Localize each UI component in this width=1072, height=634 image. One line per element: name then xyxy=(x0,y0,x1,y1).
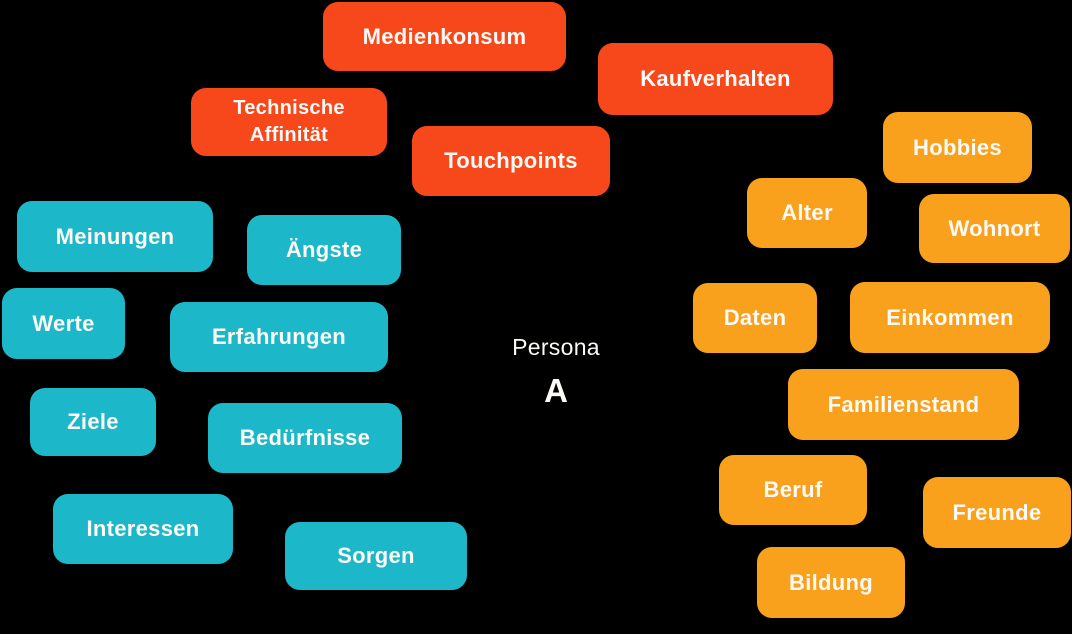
node-technische-affinitaet: Technische Affinität xyxy=(191,88,387,156)
node-wohnort: Wohnort xyxy=(919,194,1070,263)
node-label: Touchpoints xyxy=(444,148,578,174)
persona-center: Persona A xyxy=(456,334,656,410)
node-label: Werte xyxy=(32,310,95,336)
node-label: Ängste xyxy=(285,237,363,263)
node-familienstand: Familienstand xyxy=(788,369,1019,440)
node-label: Beruf xyxy=(763,477,823,503)
node-sorgen: Sorgen xyxy=(285,522,467,590)
node-label: Freunde xyxy=(952,499,1042,525)
node-label: Familienstand xyxy=(827,391,980,417)
node-label: Ziele xyxy=(67,409,119,435)
node-meinungen: Meinungen xyxy=(17,201,213,272)
node-label: Hobbies xyxy=(913,134,1002,160)
node-werte: Werte xyxy=(2,288,125,359)
node-label: Sorgen xyxy=(337,543,415,569)
node-bildung: Bildung xyxy=(757,547,905,618)
node-beduerfnisse: Bedürfnisse xyxy=(208,403,402,473)
node-label: Interessen xyxy=(86,516,200,542)
node-beruf: Beruf xyxy=(719,455,867,525)
node-label: Einkommen xyxy=(886,304,1014,330)
node-label: Daten xyxy=(723,305,787,331)
node-label: Technische Affinität xyxy=(233,97,345,146)
node-kaufverhalten: Kaufverhalten xyxy=(598,43,833,115)
node-erfahrungen: Erfahrungen xyxy=(170,302,388,372)
node-interessen: Interessen xyxy=(53,494,233,564)
node-einkommen: Einkommen xyxy=(850,282,1050,353)
node-touchpoints: Touchpoints xyxy=(412,126,610,196)
node-aengste: Ängste xyxy=(247,215,401,285)
node-label: Medienkonsum xyxy=(362,23,527,49)
node-label: Wohnort xyxy=(948,215,1041,241)
node-daten: Daten xyxy=(693,283,817,353)
node-medienkonsum: Medienkonsum xyxy=(323,2,566,71)
node-alter: Alter xyxy=(747,178,867,248)
node-label: Meinungen xyxy=(55,223,175,249)
persona-center-title: Persona xyxy=(512,334,600,360)
persona-center-letter: A xyxy=(544,372,568,409)
node-label: Kaufverhalten xyxy=(640,66,791,92)
node-label: Alter xyxy=(781,200,833,226)
node-freunde: Freunde xyxy=(923,477,1071,548)
node-label: Bedürfnisse xyxy=(239,425,371,451)
node-label: Erfahrungen xyxy=(211,324,347,350)
node-hobbies: Hobbies xyxy=(883,112,1032,183)
node-ziele: Ziele xyxy=(30,388,156,456)
node-label: Bildung xyxy=(789,569,873,595)
